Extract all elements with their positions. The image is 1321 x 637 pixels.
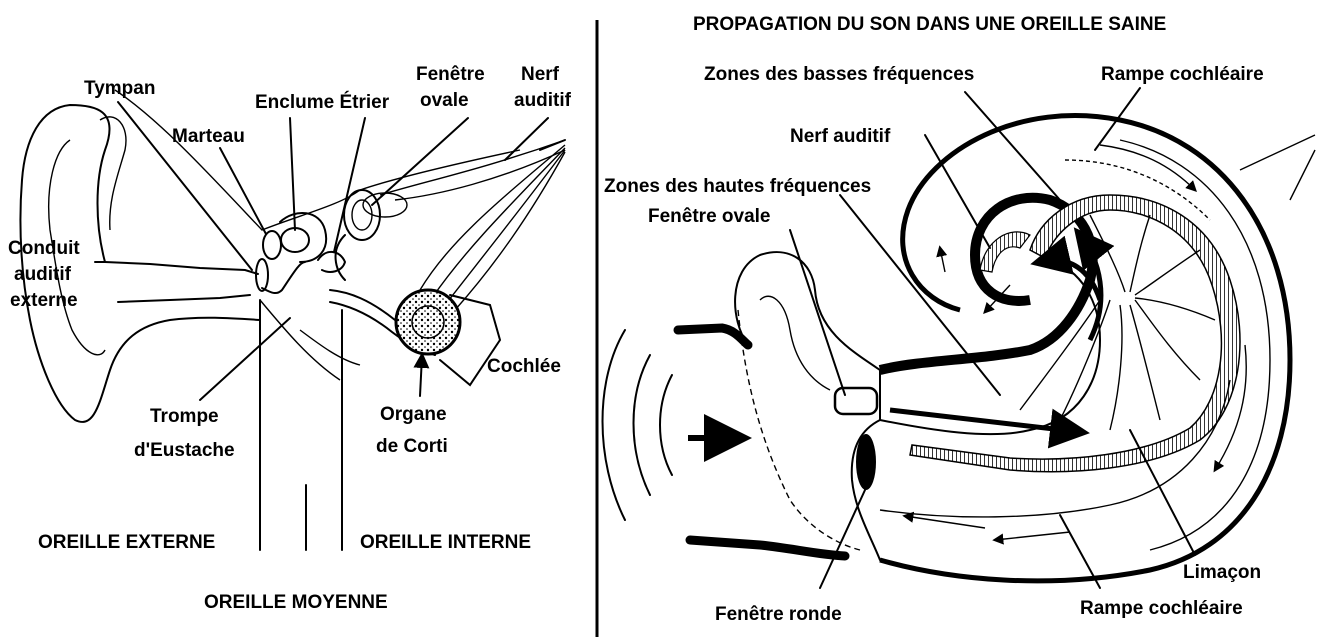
auditory-nerve-bundle [380,140,565,310]
label-conduit-2: auditif [14,264,72,285]
label-organe-1: Organe [380,404,447,425]
semicircular-canals [336,190,407,280]
stapes [318,252,345,272]
label-conduit-1: Conduit [8,238,80,259]
ear-canal [105,262,258,274]
label-nerf-auditif: Nerf auditif [790,126,891,147]
cochlea-section [396,290,460,354]
ear-anatomy-diagram: Tympan Marteau Enclume Étrier Fenêtre ov… [8,64,572,613]
sound-waves [603,330,673,520]
malleus [263,231,281,259]
incus [281,228,309,252]
round-window [856,434,876,490]
label-nerf-1: Nerf [521,64,560,85]
label-fenetre-ovale-1: Fenêtre [416,64,485,85]
label-organe-2: de Corti [376,436,448,457]
label-tympan: Tympan [84,78,155,99]
pinna-helix [100,117,126,230]
label-zones-basses: Zones des basses fréquences [704,64,974,85]
label-fenetre-ovale: Fenêtre ovale [648,206,771,227]
label-trompe-2: d'Eustache [134,440,235,461]
stapes-footplate [835,388,877,414]
label-trompe-1: Trompe [150,406,219,427]
label-rampe-bottom: Rampe cochléaire [1080,598,1243,619]
label-conduit-3: externe [10,290,78,311]
eardrum [256,259,268,291]
label-oreille-externe: OREILLE EXTERNE [38,532,215,553]
label-enclume-etrier: Enclume Étrier [255,91,390,113]
label-nerf-2: auditif [514,90,572,111]
label-oreille-interne: OREILLE INTERNE [360,532,531,553]
sound-propagation-diagram: PROPAGATION DU SON DANS UNE OREILLE SAIN… [603,14,1316,625]
label-oreille-moyenne: OREILLE MOYENNE [204,592,388,613]
label-rampe-top: Rampe cochléaire [1101,64,1264,85]
label-zones-hautes: Zones des hautes fréquences [604,176,871,197]
label-cochlee: Cochlée [487,356,561,377]
label-marteau: Marteau [172,126,245,147]
label-fenetre-ovale-2: ovale [420,90,469,111]
panel-title: PROPAGATION DU SON DANS UNE OREILLE SAIN… [693,14,1166,35]
label-fenetre-ronde: Fenêtre ronde [715,604,842,625]
label-limacon: Limaçon [1183,562,1261,583]
